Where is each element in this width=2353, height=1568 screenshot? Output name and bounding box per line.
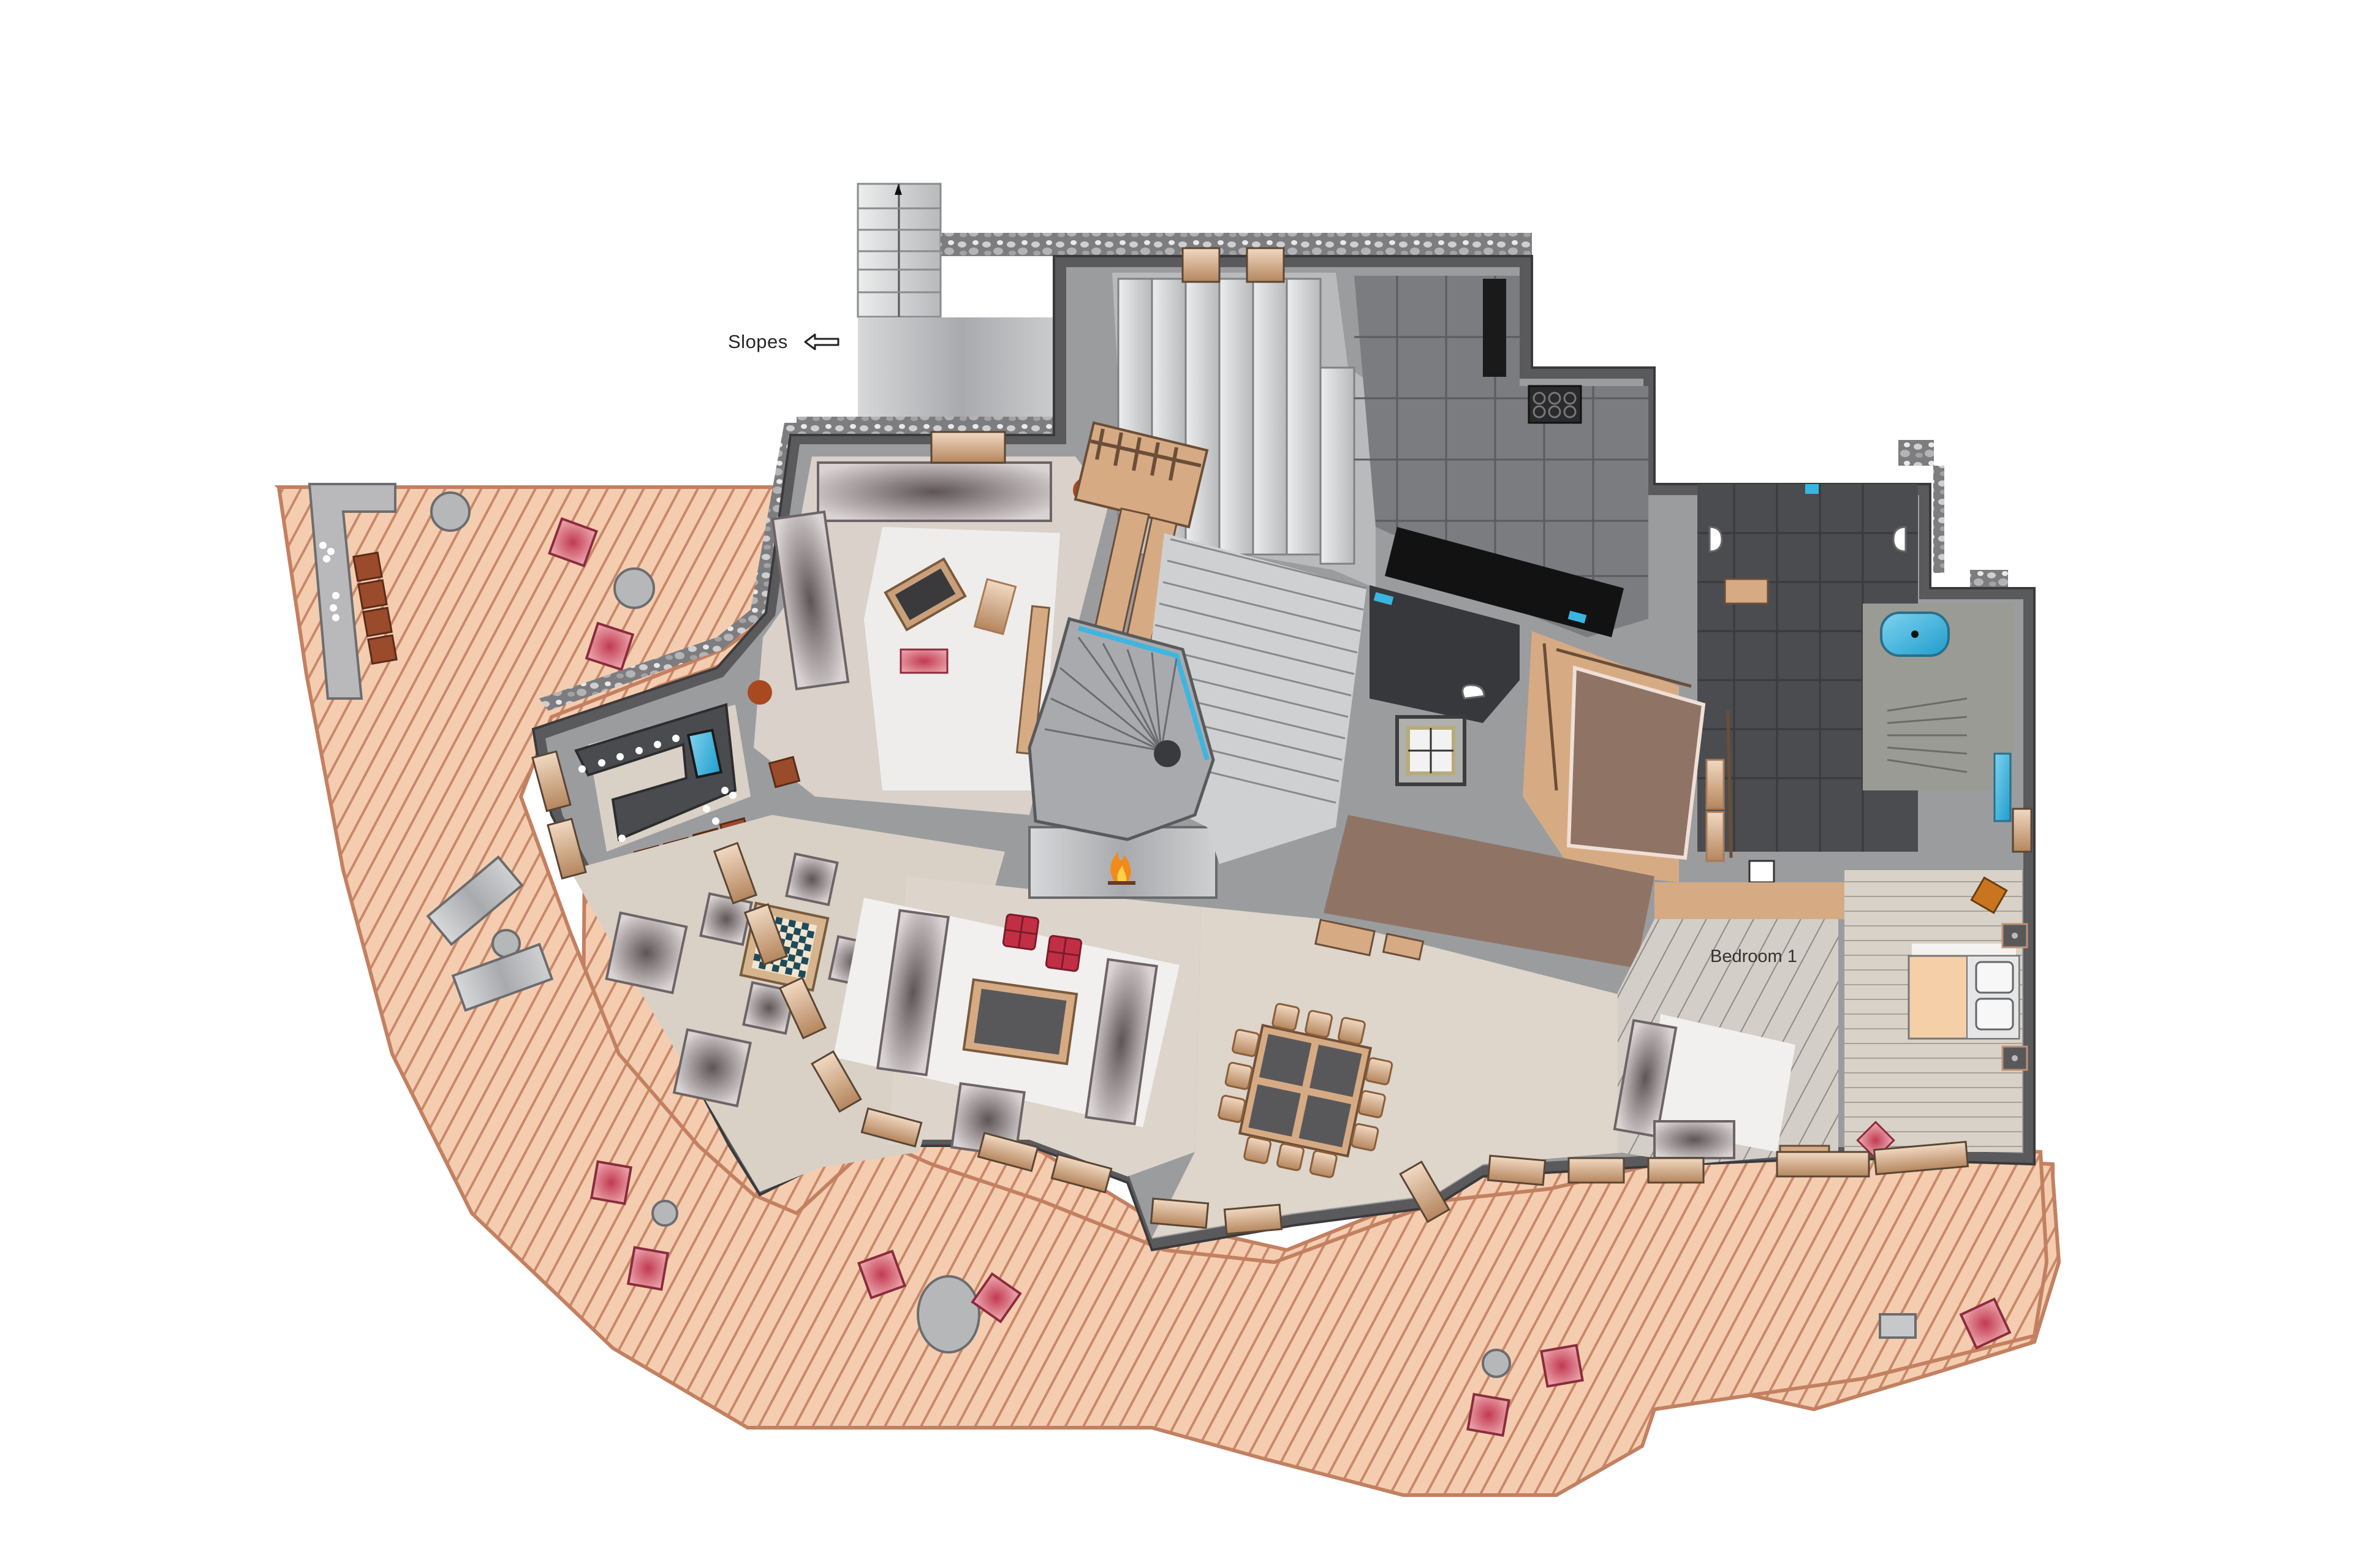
terrace-red-chairs — [547, 517, 2012, 1437]
kitchen-island — [1385, 527, 1624, 637]
terrace-bar-stools — [352, 551, 398, 665]
dining-area — [1152, 907, 1636, 1238]
entrance-path — [857, 183, 1066, 425]
terrace-side-tables — [430, 491, 1917, 1378]
ski-storage — [1074, 421, 1209, 529]
dressing-room — [1523, 631, 1775, 884]
room-label-bedroom-1: Bedroom 1 — [1710, 947, 1797, 966]
arrow-left-icon — [804, 333, 839, 350]
terrace-bbq-counter — [308, 483, 396, 700]
bathroom — [1697, 484, 2033, 853]
sitting-room — [748, 431, 1109, 815]
kitchen — [1354, 276, 1648, 637]
south-windows — [531, 750, 1969, 1235]
rug — [1648, 1014, 1795, 1152]
dining-table — [1218, 1002, 1393, 1178]
lounge — [833, 826, 1218, 1176]
wc-and-lift — [1370, 585, 1520, 786]
entrance-hall — [1028, 247, 1376, 864]
slopes-direction: Slopes — [728, 331, 841, 353]
terrace-sunloungers — [426, 855, 554, 1012]
corridor — [1314, 815, 1857, 968]
slopes-label: Slopes — [728, 331, 788, 352]
fire-icon — [1108, 852, 1135, 885]
stair-direction-arrow — [895, 184, 902, 195]
bedroom-1 — [1613, 870, 2028, 1164]
spiral-stair — [1028, 616, 1215, 841]
red-poufs — [1002, 913, 1083, 972]
tall-units — [1483, 279, 1506, 377]
